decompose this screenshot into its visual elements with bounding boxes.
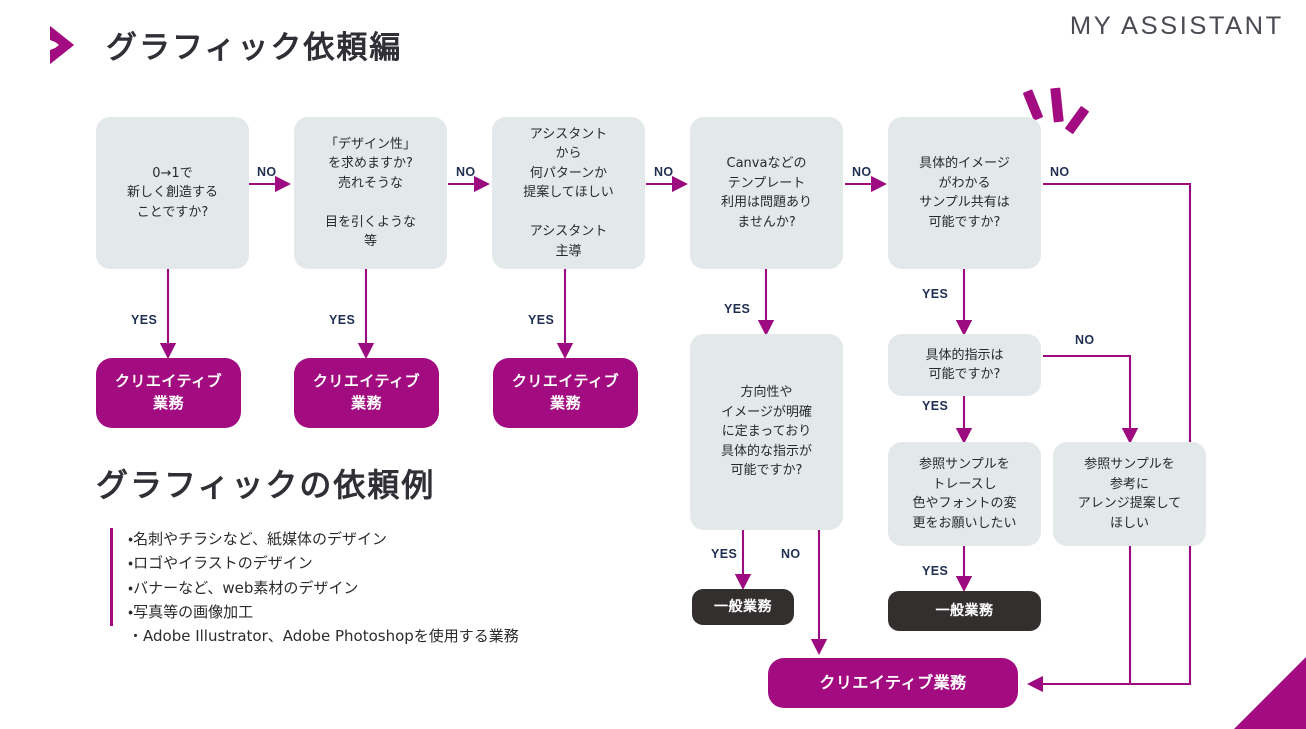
outcome-general-1[interactable]: 一般業務 bbox=[692, 589, 794, 625]
outcome-creative-3[interactable]: クリエイティブ業務 bbox=[493, 358, 638, 428]
list-item: ・写真等の画像加工 bbox=[128, 602, 254, 621]
brand-logo: MY ASSISTANT bbox=[1070, 12, 1285, 40]
list-item: ・ロゴやイラストのデザイン bbox=[128, 554, 313, 573]
outcome-creative-final[interactable]: クリエイティブ業務 bbox=[768, 658, 1018, 708]
branch-label-yes-2: YES bbox=[329, 313, 356, 327]
outcome-general-2[interactable]: 一般業務 bbox=[888, 591, 1041, 631]
branch-label-no-2: NO bbox=[456, 165, 476, 179]
outcome-label: クリエイティブ業務 bbox=[511, 372, 620, 412]
question-box-q7[interactable]: 具体的指示は可能ですか? bbox=[888, 334, 1041, 396]
branch-label-no-4: NO bbox=[852, 165, 872, 179]
list-item: ・名刺やチラシなど、紙媒体のデザイン bbox=[128, 530, 388, 548]
question-text: 具体的イメージがわかるサンプル共有は可能ですか? bbox=[919, 156, 1010, 230]
branch-label-yes-7: YES bbox=[711, 547, 738, 561]
question-text: 参照サンプルを参考にアレンジ提案してほしい bbox=[1077, 457, 1182, 531]
question-box-q5[interactable]: 具体的イメージがわかるサンプル共有は可能ですか? bbox=[888, 117, 1041, 269]
examples-list: ・名刺やチラシなど、紙媒体のデザイン ・ロゴやイラストのデザイン ・バナーなど、… bbox=[128, 527, 519, 648]
question-box-q8[interactable]: 参照サンプルをトレースし色やフォントの変更をお願いしたい bbox=[888, 442, 1041, 546]
outcome-label: 一般業務 bbox=[935, 602, 994, 619]
question-text: 具体的指示は可能ですか? bbox=[925, 347, 1004, 383]
question-text: 0→1で新しく創造することですか? bbox=[126, 165, 218, 220]
examples-accent-bar bbox=[110, 528, 113, 626]
branch-label-yes-5: YES bbox=[922, 287, 949, 301]
branch-label-no-5: NO bbox=[1050, 165, 1070, 179]
examples-title: グラフィックの依頼例 bbox=[96, 466, 436, 504]
page-title: グラフィック依頼編 bbox=[106, 30, 403, 66]
branch-label-no-3: NO bbox=[654, 165, 674, 179]
outcome-creative-2[interactable]: クリエイティブ業務 bbox=[294, 358, 439, 428]
question-text: アシスタントから何パターンか提案してほしいアシスタント主導 bbox=[523, 126, 614, 259]
branch-label-yes-4: YES bbox=[724, 302, 751, 316]
branch-label-no-1: NO bbox=[257, 165, 277, 179]
outcome-label: クリエイティブ業務 bbox=[819, 673, 967, 693]
branch-label-yes-8: YES bbox=[922, 564, 949, 578]
branch-label-yes-6: YES bbox=[922, 399, 949, 413]
outcome-label: クリエイティブ業務 bbox=[312, 372, 421, 412]
question-text: 「デザイン性」を求めますか?売れそうな目を引くような等 bbox=[324, 136, 416, 250]
branch-label-yes-1: YES bbox=[131, 313, 158, 327]
question-box-q3[interactable]: アシスタントから何パターンか提案してほしいアシスタント主導 bbox=[492, 117, 645, 269]
branch-label-no-6: NO bbox=[1075, 333, 1095, 347]
question-text: 方向性やイメージが明確に定まっており具体的な指示が可能ですか? bbox=[720, 385, 812, 479]
list-item: ・Adobe Illustrator、Adobe Photoshopを使用する業… bbox=[128, 627, 519, 646]
outcome-label: クリエイティブ業務 bbox=[114, 372, 223, 412]
outcome-label: 一般業務 bbox=[714, 598, 772, 615]
branch-label-no-7: NO bbox=[781, 547, 801, 561]
sparkle-icon bbox=[1023, 87, 1089, 134]
question-box-q9[interactable]: 参照サンプルを参考にアレンジ提案してほしい bbox=[1053, 442, 1206, 546]
question-box-q1[interactable]: 0→1で新しく創造することですか? bbox=[96, 117, 249, 269]
question-text: 参照サンプルをトレースし色やフォントの変更をお願いしたい bbox=[912, 457, 1017, 531]
question-text: Canvaなどのテンプレート利用は問題ありませんか? bbox=[720, 156, 812, 230]
question-box-q6[interactable]: 方向性やイメージが明確に定まっており具体的な指示が可能ですか? bbox=[690, 334, 843, 530]
chevron-right-icon bbox=[50, 26, 74, 64]
corner-triangle-decoration bbox=[1234, 657, 1306, 729]
outcome-creative-1[interactable]: クリエイティブ業務 bbox=[96, 358, 241, 428]
list-item: ・バナーなど、web素材のデザイン bbox=[128, 578, 359, 597]
branch-label-yes-3: YES bbox=[528, 313, 555, 327]
question-box-q2[interactable]: 「デザイン性」を求めますか?売れそうな目を引くような等 bbox=[294, 117, 447, 269]
question-box-q4[interactable]: Canvaなどのテンプレート利用は問題ありませんか? bbox=[690, 117, 843, 269]
